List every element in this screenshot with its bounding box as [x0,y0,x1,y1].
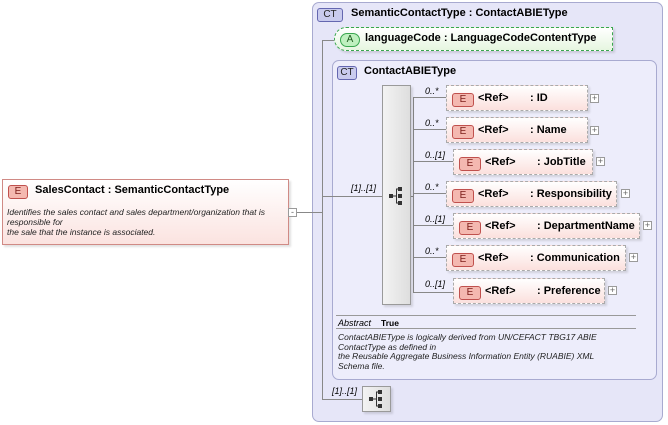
expand-icon[interactable]: + [608,285,617,295]
main-element-description: Identifies the sales contact and sales d… [7,207,289,237]
ref-label: <Ref> [478,252,509,264]
element-badge: E [459,286,481,300]
occurrence: 0..* [425,86,439,96]
inner-type-description: ContactABIEType is logically derived fro… [338,332,648,371]
ref-label: <Ref> [478,188,509,200]
ref-label: <Ref> [485,285,516,297]
description-line: the sale that the instance is associated… [7,227,156,237]
occurrence: 0..* [425,118,439,128]
type-label: : Preference [537,285,601,297]
type-label: : Communication [530,252,620,264]
description-line: Identifies the sales contact and sales d… [7,207,265,217]
attribute-badge: A [340,33,360,47]
sequence2-multiplicity: [1]..[1] [332,386,358,396]
child-element-responsibility[interactable]: E <Ref> : Responsibility [446,181,617,207]
child-element-name[interactable]: E <Ref> : Name [446,117,588,143]
inner-complex-type-badge: CT [337,66,357,80]
expand-icon[interactable]: + [596,156,605,166]
attribute-label: languageCode : LanguageCodeContentType [365,32,597,44]
abstract-value: True [381,318,399,328]
type-label: : DepartmentName [537,220,635,232]
sequence-multiplicity: [1]..[1] [351,183,377,193]
element-badge: E [452,189,474,203]
type-label: : Name [530,124,567,136]
description-line: responsible for [7,217,63,227]
main-element-box[interactable] [2,179,289,245]
expand-icon[interactable]: + [590,93,599,103]
description-line: ContactABIEType is logically derived fro… [338,332,597,342]
child-element-preference[interactable]: E <Ref> : Preference [453,278,605,304]
child-element-id[interactable]: E <Ref> : ID [446,85,588,111]
description-line: the Reusable Aggregate Business Informat… [338,351,595,361]
occurrence: 0..* [425,246,439,256]
type-label: : ID [530,92,548,104]
occurrence: 0..[1] [425,214,446,224]
abstract-label: Abstract [338,318,372,328]
element-badge: E [459,221,481,235]
type-label: : JobTitle [537,156,586,168]
occurrence: 0..[1] [425,150,446,160]
attribute-box[interactable] [334,27,613,51]
child-element-communication[interactable]: E <Ref> : Communication [446,245,626,271]
ref-label: <Ref> [485,156,516,168]
sequence-icon [389,187,402,205]
element-badge: E [452,125,474,139]
element-badge: E [452,93,474,107]
element-badge: E [8,185,28,199]
type-label: : Responsibility [530,188,612,200]
expand-icon[interactable]: - [288,208,297,217]
occurrence: 0..* [425,182,439,192]
occurrence: 0..[1] [425,279,446,289]
element-badge: E [459,157,481,171]
expand-icon[interactable]: + [590,125,599,135]
description-line: Schema file. [338,360,385,371]
ref-label: <Ref> [478,124,509,136]
main-element-title: SalesContact : SemanticContactType [35,184,230,196]
outer-type-title[interactable]: SemanticContactType : ContactABIEType [351,7,568,19]
complex-type-badge: CT [317,8,343,22]
child-element-departmentname[interactable]: E <Ref> : DepartmentName [453,213,640,239]
description-line: ContactType as defined in [338,341,437,352]
ref-label: <Ref> [478,92,509,104]
sequence-icon [369,390,382,408]
inner-type-title[interactable]: ContactABIEType [364,65,457,77]
element-badge: E [452,253,474,267]
child-element-jobtitle[interactable]: E <Ref> : JobTitle [453,149,593,175]
expand-icon[interactable]: + [621,188,630,198]
expand-icon[interactable]: + [643,220,652,230]
ref-label: <Ref> [485,220,516,232]
expand-icon[interactable]: + [629,252,638,262]
